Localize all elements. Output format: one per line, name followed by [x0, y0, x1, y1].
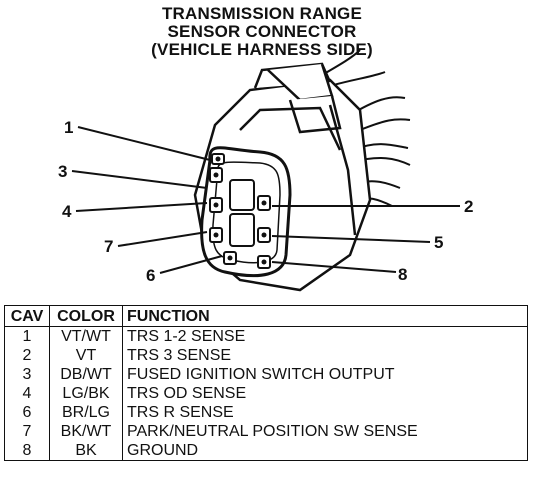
cav-cell: 7 [4, 422, 50, 441]
color-cell: VT [49, 346, 123, 365]
callout-leaders [71, 126, 460, 274]
callout-4: 4 [62, 202, 72, 221]
diagram-title-line-3: (VEHICLE HARNESS SIDE) [151, 40, 373, 59]
callout-6: 6 [146, 266, 155, 285]
table-row: 1 VT/WT TRS 1-2 SENSE [4, 326, 528, 346]
callout-3: 3 [58, 162, 67, 181]
function-cell: TRS R SENSE [122, 403, 528, 422]
cav-column-header: CAV [4, 305, 50, 327]
function-cell: FUSED IGNITION SWITCH OUTPUT [122, 365, 528, 384]
cav-cell: 3 [4, 365, 50, 384]
table-row: 3 DB/WT FUSED IGNITION SWITCH OUTPUT [4, 365, 528, 384]
color-cell: VT/WT [49, 326, 123, 346]
cav-cell: 2 [4, 346, 50, 365]
cav-cell: 1 [4, 326, 50, 346]
diagram-title-line-2: SENSOR CONNECTOR [167, 22, 357, 41]
diagram-title-line-1: TRANSMISSION RANGE [161, 4, 363, 23]
function-column-header: FUNCTION [122, 305, 528, 327]
callout-7: 7 [104, 237, 113, 256]
pinout-table: CAV COLOR FUNCTION 1 VT/WT TRS 1-2 SENSE… [4, 305, 528, 461]
color-cell: BR/LG [49, 403, 123, 422]
callout-5: 5 [434, 233, 443, 252]
connector-drawing: 1 2 3 4 5 6 7 8 [58, 49, 473, 292]
callout-2: 2 [464, 197, 473, 216]
cav-cell: 6 [4, 403, 50, 422]
color-column-header: COLOR [49, 305, 123, 327]
function-cell: TRS 1-2 SENSE [122, 326, 528, 346]
cav-cell: 4 [4, 384, 50, 403]
table-row: 7 BK/WT PARK/NEUTRAL POSITION SW SENSE [4, 422, 528, 441]
function-cell: PARK/NEUTRAL POSITION SW SENSE [122, 422, 528, 441]
callout-8: 8 [398, 265, 407, 284]
callout-1: 1 [64, 118, 73, 137]
table-row: 6 BR/LG TRS R SENSE [4, 403, 528, 422]
color-cell: BK [49, 441, 123, 461]
table-row: 2 VT TRS 3 SENSE [4, 346, 528, 365]
color-cell: BK/WT [49, 422, 123, 441]
table-row: 4 LG/BK TRS OD SENSE [4, 384, 528, 403]
color-cell: DB/WT [49, 365, 123, 384]
table-header-row: CAV COLOR FUNCTION [4, 305, 528, 327]
callout-labels: 1 2 3 4 5 6 7 8 [58, 118, 473, 285]
connector-face [200, 146, 292, 278]
color-cell: LG/BK [49, 384, 123, 403]
cav-cell: 8 [4, 441, 50, 461]
function-cell: TRS OD SENSE [122, 384, 528, 403]
function-cell: GROUND [122, 441, 528, 461]
table-row: 8 BK GROUND [4, 441, 528, 461]
function-cell: TRS 3 SENSE [122, 346, 528, 365]
